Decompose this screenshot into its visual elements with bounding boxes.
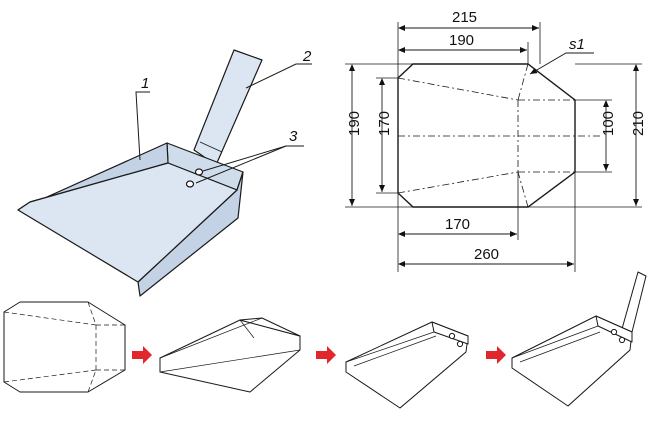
arrow-right-icon [486,346,506,364]
dim-height-170: 170 [376,111,393,136]
rivet-hole [194,168,204,176]
callouts [135,63,312,184]
dim-width-215: 215 [452,9,477,26]
step-3-folded [345,321,469,409]
flat-pattern [345,22,642,272]
assembly-sequence [3,271,647,409]
rivet-hole [185,180,195,188]
step-2-folding [159,317,301,393]
sequence-arrows [132,346,506,364]
handle [193,49,263,166]
pattern-outline [397,63,576,208]
dim-thickness-s1: s1 [569,36,585,53]
callout-3: 3 [289,128,298,145]
arrow-right-icon [316,346,336,364]
dim-width-190: 190 [449,32,474,49]
dim-bottom-260: 260 [474,246,499,263]
step-4-assembled [511,271,647,407]
dim-bottom-170: 170 [445,216,470,233]
dim-height-190: 190 [346,111,363,136]
dustpan-3d-view [17,49,263,297]
dim-height-210: 210 [630,111,647,136]
floor [17,162,238,283]
callout-2: 2 [302,48,312,65]
step-1-blank [3,301,126,393]
dim-height-100: 100 [600,111,617,136]
arrow-right-icon [132,346,152,364]
callout-1: 1 [141,75,149,92]
